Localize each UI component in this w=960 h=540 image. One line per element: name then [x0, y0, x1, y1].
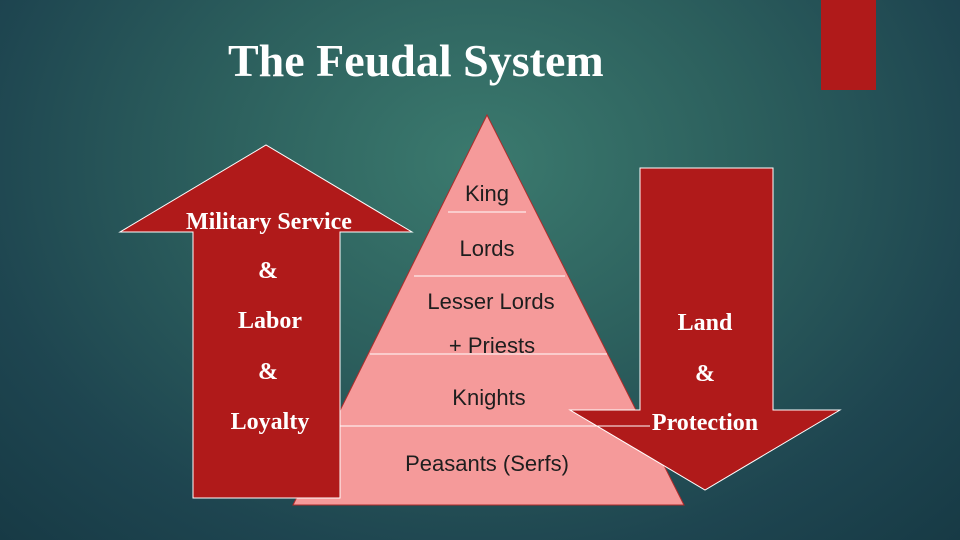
tier-peasants: Peasants (Serfs) — [405, 451, 569, 476]
right-arrow-down — [568, 167, 842, 491]
pyramid — [292, 113, 685, 506]
left-arrow-label-military-service: Military Service — [186, 209, 352, 235]
left-arrow-label-loyalty: Loyalty — [231, 409, 310, 435]
right-arrow-label-protection: Protection — [652, 410, 758, 436]
left-arrow-up — [118, 144, 414, 499]
right-arrow-label-and: & — [695, 361, 715, 387]
tier-priests: + Priests — [449, 333, 535, 358]
right-arrow-label-land: Land — [678, 310, 733, 336]
tier-knights: Knights — [452, 385, 525, 410]
slide-title: The Feudal System — [228, 35, 604, 86]
accent-bar — [821, 0, 876, 90]
left-arrow-label-labor: Labor — [238, 308, 302, 334]
tier-king: King — [465, 181, 509, 206]
left-arrow-label-and-2: & — [258, 359, 278, 385]
left-arrow-label-and-1: & — [258, 258, 278, 284]
tier-lords: Lords — [459, 236, 514, 261]
tier-lesser-lords: Lesser Lords — [427, 289, 554, 314]
